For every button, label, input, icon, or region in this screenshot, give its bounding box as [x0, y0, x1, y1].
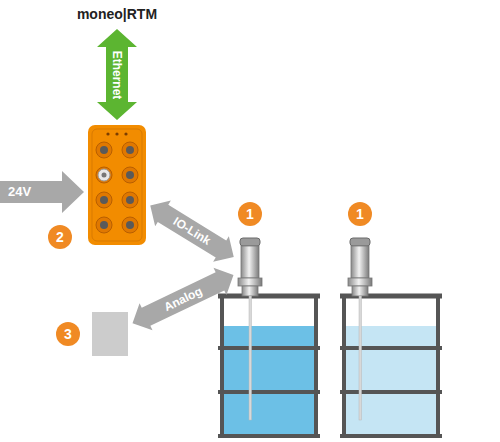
connection-label: Ethernet	[110, 50, 124, 99]
analog-device: 3	[92, 312, 128, 356]
level-sensor	[238, 238, 262, 420]
callout-number: 2	[48, 225, 72, 249]
callout-number: 3	[56, 322, 80, 346]
system-name: moneo|RTM	[77, 6, 157, 22]
barrel-low	[340, 296, 442, 436]
analog-device	[92, 312, 128, 356]
analog-arrow	[133, 268, 234, 330]
supply-arrow	[0, 171, 84, 213]
system-name: moneo|RTM	[62, 4, 172, 24]
level-sensor: 1	[348, 238, 372, 296]
io-link-arrow	[150, 201, 233, 262]
callout-number: 1	[348, 202, 372, 226]
io-link-master: 2	[88, 125, 146, 245]
supply-voltage: 24V	[8, 184, 31, 199]
level-sensor: 1	[238, 238, 262, 296]
io-link-master	[88, 125, 146, 245]
ethernet-arrow	[97, 29, 137, 120]
connection-label: Analog	[162, 284, 205, 314]
connection-label: IO-Link	[171, 214, 214, 248]
callout-number: 1	[238, 202, 262, 226]
barrel-full	[218, 296, 320, 436]
level-sensor	[348, 238, 372, 420]
